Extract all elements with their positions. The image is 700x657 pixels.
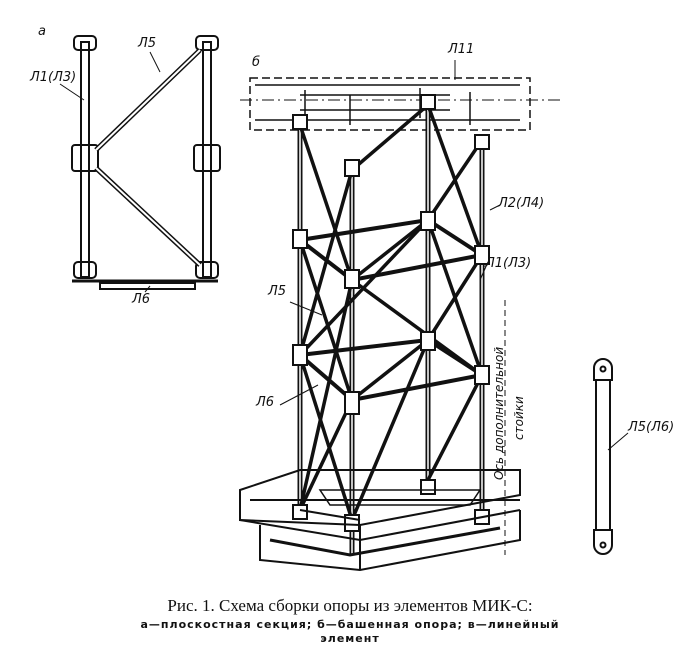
caption-line2: а—плоскостная секция; б—башенная опора; …	[140, 618, 560, 631]
linear-element-drawing	[593, 358, 629, 555]
a-bottom-label: Л6	[132, 292, 151, 307]
a-brace-label: Л5	[138, 36, 157, 51]
tower-support-drawing	[239, 60, 560, 572]
b-post-back-label: Л2(Л4)	[498, 196, 545, 211]
b-brace-label: Л5	[268, 284, 287, 299]
rod-label: Л5(Л6)	[628, 420, 675, 435]
b-post-front-label: Л1(Л3)	[485, 256, 532, 271]
caption-line3: элемент	[320, 632, 380, 645]
b-beam-label: Л11	[448, 42, 475, 57]
panel-a-label: а	[38, 24, 46, 39]
caption-title: Рис. 1. Схема сборки опоры из элементов …	[167, 596, 533, 615]
a-post-label: Л1(Л3)	[30, 70, 77, 85]
axis-label-line1: Ось дополнительной	[492, 346, 506, 480]
b-horizontal-label: Л6	[256, 395, 275, 410]
axis-label-line2: стойки	[512, 396, 526, 440]
flat-section-drawing	[59, 35, 221, 293]
panel-b-label: б	[252, 55, 261, 70]
